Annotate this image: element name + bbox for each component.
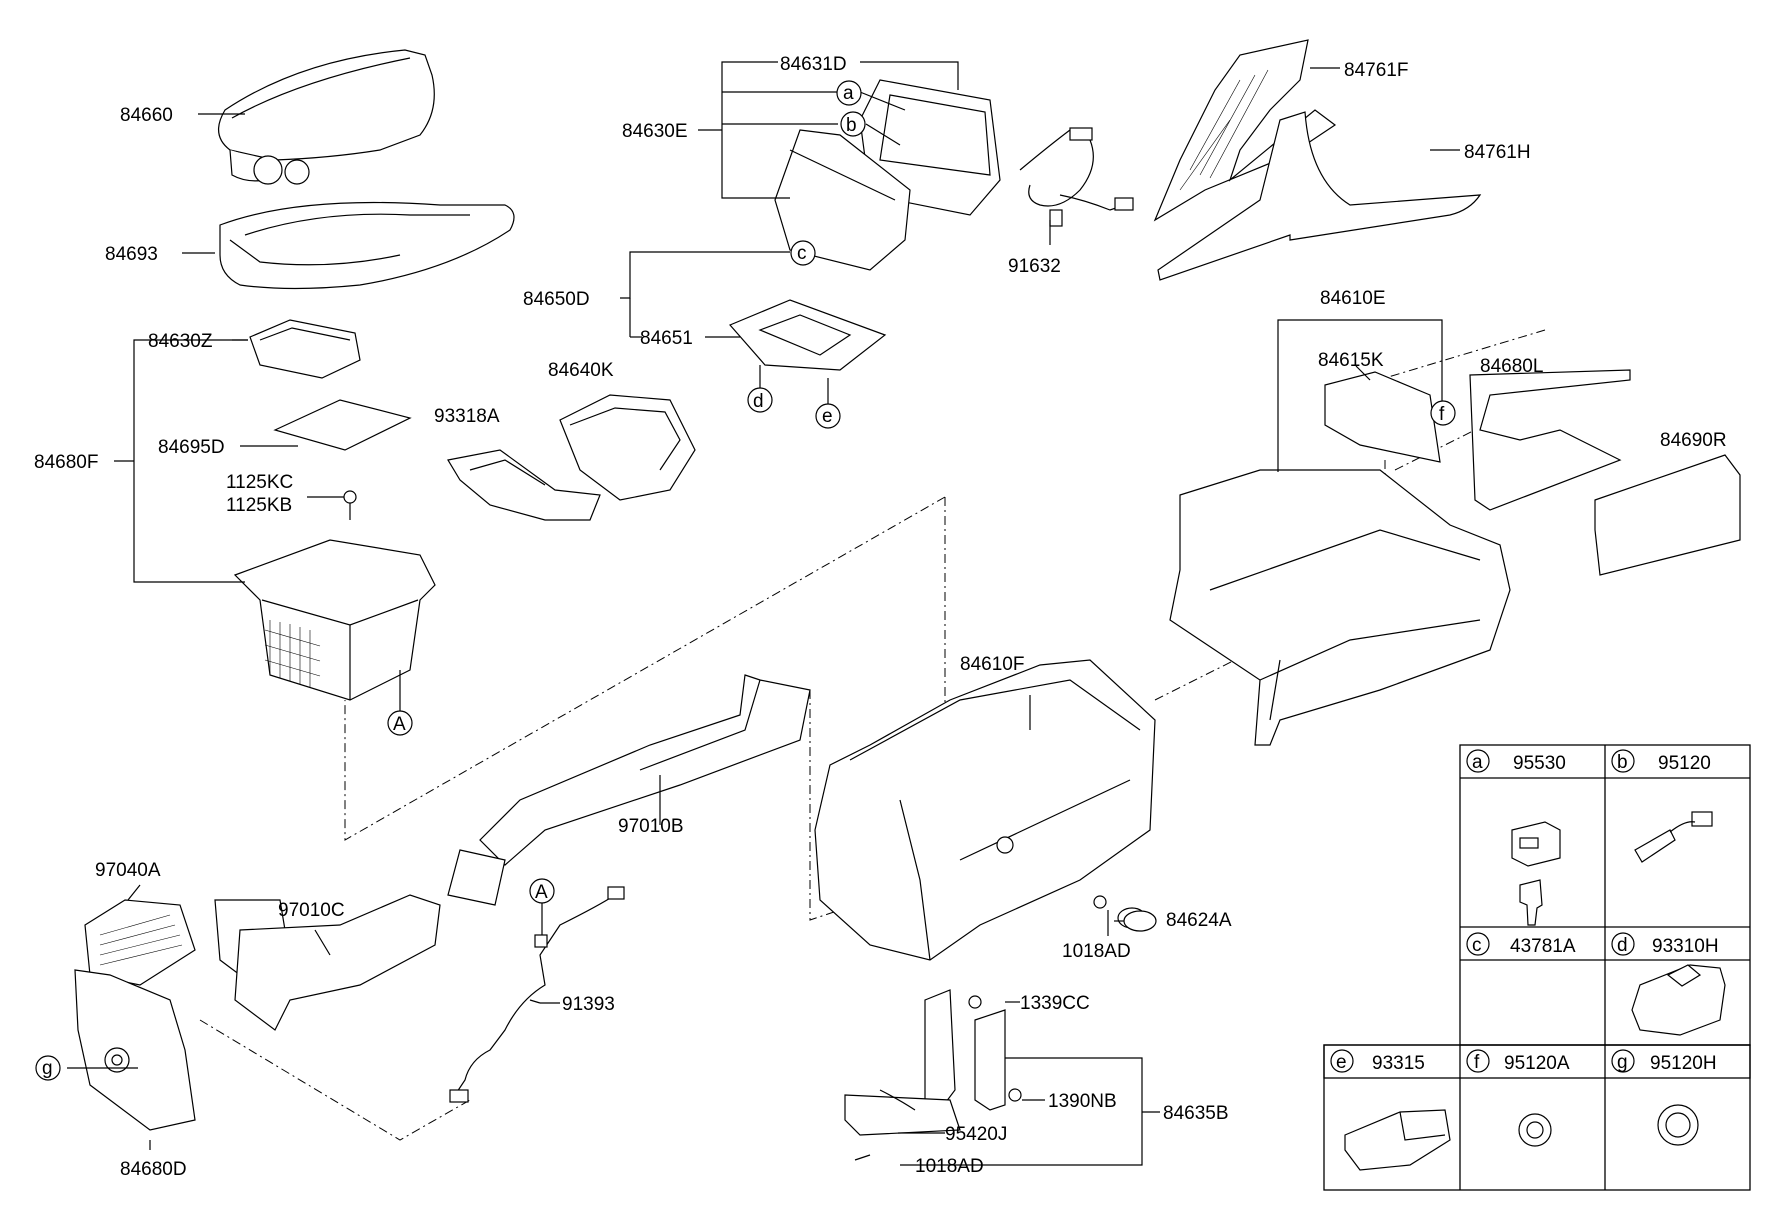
callout-84631D[interactable]: 84631D	[780, 54, 847, 75]
plug-84624A	[1123, 910, 1157, 932]
callout-84680F[interactable]: 84680F	[34, 452, 98, 473]
callout-84610E[interactable]: 84610E	[1320, 288, 1386, 309]
legend-b-letter: b	[1617, 752, 1628, 773]
air-ducts[interactable]	[214, 674, 811, 1031]
callout-91632[interactable]: 91632	[1008, 256, 1061, 277]
callout-91393[interactable]: 91393	[562, 994, 615, 1015]
callout-1018AD-top[interactable]: 1018AD	[1062, 941, 1131, 962]
reference-markers: a b c d e f g A A	[35, 80, 1456, 1081]
power-outlet-icon	[1518, 1113, 1552, 1147]
legend-a-part: 95530	[1513, 753, 1566, 774]
callout-1339CC[interactable]: 1339CC	[1020, 993, 1090, 1014]
callout-1018AD-bottom[interactable]: 1018AD	[915, 1156, 984, 1177]
callout-84761F[interactable]: 84761F	[1344, 60, 1408, 81]
ref-f-marker[interactable]: f	[1439, 404, 1445, 425]
callout-95420J[interactable]: 95420J	[945, 1124, 1007, 1145]
switch-block-icon	[1344, 1109, 1451, 1171]
callout-84695D[interactable]: 84695D	[158, 437, 225, 458]
ref-A-marker-1[interactable]: A	[393, 714, 406, 735]
legend-e-letter: e	[1336, 1052, 1347, 1073]
callout-84761H[interactable]: 84761H	[1464, 142, 1531, 163]
callout-84680L[interactable]: 84680L	[1480, 356, 1543, 377]
storage-tray-assembly[interactable]	[233, 319, 436, 701]
console-bracket[interactable]	[844, 895, 1147, 1161]
callout-97010C[interactable]: 97010C	[278, 900, 345, 921]
ref-e-marker[interactable]: e	[822, 406, 833, 427]
legend-f-letter: f	[1474, 1052, 1480, 1073]
side-trim-panels[interactable]	[1153, 39, 1482, 281]
legend-c-letter: c	[1472, 935, 1482, 956]
usb-jack-icon	[1511, 821, 1561, 867]
callout-84630Z[interactable]: 84630Z	[148, 331, 213, 352]
callout-84693[interactable]: 84693	[105, 244, 158, 265]
legend-e-part: 93315	[1372, 1053, 1425, 1074]
callout-84624A[interactable]: 84624A	[1166, 910, 1232, 931]
callout-97010B[interactable]: 97010B	[618, 816, 684, 837]
callout-1125KC[interactable]: 1125KC	[226, 472, 293, 493]
callout-84610F[interactable]: 84610F	[960, 654, 1024, 675]
ref-A-marker-2[interactable]: A	[535, 882, 548, 903]
aux-jack-icon	[1634, 811, 1713, 863]
legend-a-letter: a	[1472, 752, 1483, 773]
callout-84630E[interactable]: 84630E	[622, 121, 688, 142]
main-console-body[interactable]	[1169, 369, 1741, 746]
clip-icon	[1519, 879, 1543, 926]
ref-g-marker[interactable]: g	[42, 1058, 53, 1079]
legend-f-part: 95120A	[1504, 1053, 1570, 1074]
legend-g-part: 95120H	[1650, 1053, 1717, 1074]
callout-84680D[interactable]: 84680D	[120, 1159, 187, 1180]
callout-1390NB[interactable]: 1390NB	[1048, 1091, 1117, 1112]
legend-b-part: 95120	[1658, 753, 1711, 774]
ref-d-marker[interactable]: d	[753, 391, 764, 412]
center-fascia-assembly[interactable]	[728, 79, 1134, 371]
callout-84635B[interactable]: 84635B	[1163, 1103, 1229, 1124]
callout-84690R[interactable]: 84690R	[1660, 430, 1727, 451]
callout-97040A[interactable]: 97040A	[95, 860, 161, 881]
ref-a-marker[interactable]: a	[843, 83, 854, 104]
legend-c-part: 43781A	[1510, 936, 1576, 957]
callout-84650D[interactable]: 84650D	[523, 289, 590, 310]
callout-84615K[interactable]: 84615K	[1318, 350, 1384, 371]
legend-g-letter: g	[1617, 1052, 1628, 1073]
armrest-assembly[interactable]	[218, 49, 515, 290]
legend-table: a 95530 b 95120 c 43781A d 93310H e 9331…	[1323, 744, 1751, 1191]
part-callouts: 84660 84693 84630Z 84695D 84680F 1125KC …	[34, 54, 1727, 1180]
callout-84640K[interactable]: 84640K	[548, 360, 614, 381]
seat-switch-icon	[1631, 964, 1726, 1036]
side-vent-and-cover[interactable]	[74, 899, 196, 1131]
floor-console-body[interactable]	[814, 659, 1156, 961]
legend-d-part: 93310H	[1652, 936, 1719, 957]
ref-c-marker[interactable]: c	[797, 243, 807, 264]
callout-84660[interactable]: 84660	[120, 105, 173, 126]
legend-d-letter: d	[1617, 935, 1628, 956]
wiring-harness[interactable]	[449, 886, 625, 1103]
ref-b-marker[interactable]: b	[846, 115, 857, 136]
socket-icon	[1657, 1104, 1699, 1146]
shift-console-bezel[interactable]	[447, 394, 696, 521]
callout-84651[interactable]: 84651	[640, 328, 693, 349]
callout-93318A[interactable]: 93318A	[434, 406, 500, 427]
leader-lines	[67, 61, 1460, 1166]
callout-1125KB[interactable]: 1125KB	[226, 495, 292, 516]
